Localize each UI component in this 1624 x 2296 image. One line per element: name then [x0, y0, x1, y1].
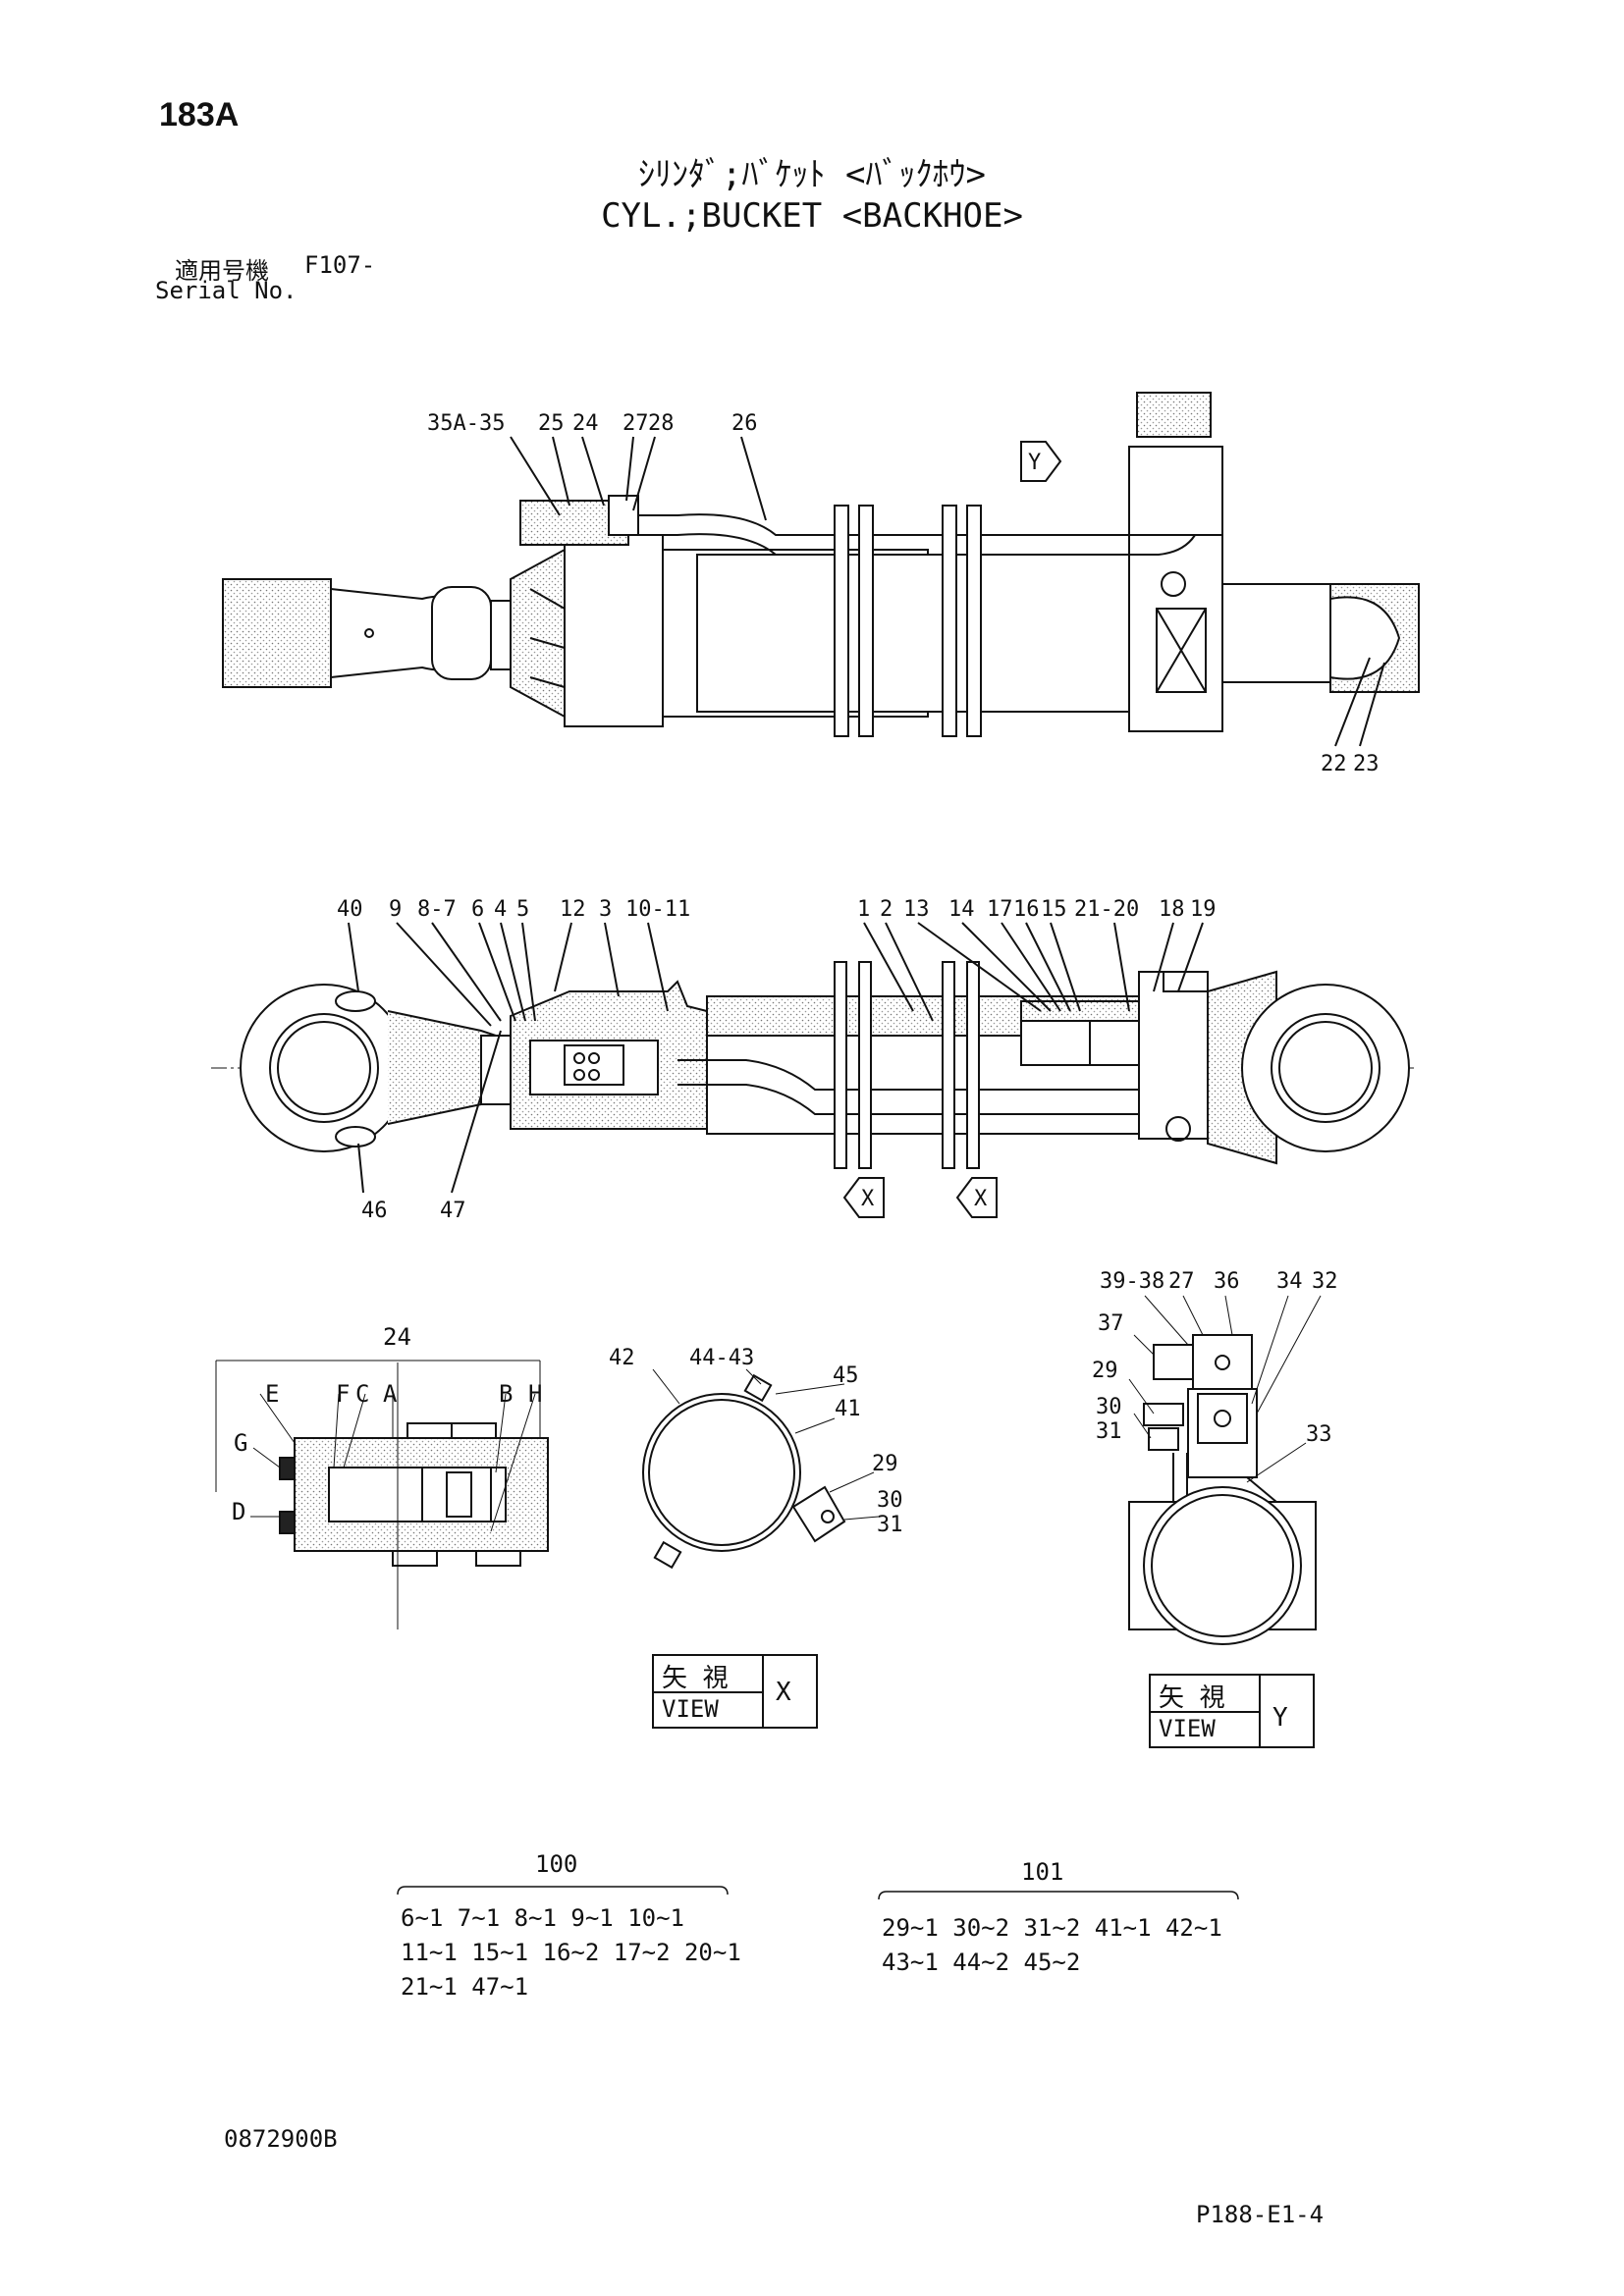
serial-label-japanese: 適用号機: [175, 257, 269, 285]
callout-5: 5: [516, 897, 529, 922]
callout-26: 26: [731, 411, 758, 436]
callout-47: 47: [440, 1199, 466, 1223]
callout-10-11: 10-11: [625, 897, 690, 922]
section-view-labels: 40 9 8-7 6 4 5 12 3 10-11 1 2 13 14 17 1…: [337, 897, 1217, 1223]
valve-detail: [215, 1360, 549, 1629]
callout-46: 46: [361, 1199, 388, 1223]
view-y-english: VIEW: [1159, 1715, 1216, 1742]
callout-17: 17: [987, 897, 1013, 922]
callout-b: B: [499, 1380, 513, 1408]
top-view-labels: 35A-35 25 24 27 28 26 22 23 Y: [427, 411, 1380, 776]
callout-12: 12: [560, 897, 586, 922]
callout-30: 30: [877, 1488, 903, 1513]
callout-24: 24: [572, 411, 599, 436]
callout-19: 19: [1190, 897, 1217, 922]
kit-100-number: 100: [535, 1850, 578, 1878]
valve-detail-labels: 24 E F C A B H G D: [232, 1323, 542, 1525]
top-view: [222, 392, 1420, 747]
view-y-letter: Y: [1272, 1703, 1288, 1733]
kit-101-line-1: 29~1 30~2 31~2 41~1 42~1: [882, 1914, 1222, 1942]
view-x-english: VIEW: [662, 1695, 719, 1723]
serial-value: F107-: [304, 251, 376, 279]
kit-101-line-2: 43~1 44~2 45~2: [882, 1949, 1081, 1976]
callout-h: H: [528, 1380, 542, 1408]
callout-c: C: [355, 1380, 369, 1408]
clamp-detail-labels: 42 44-43 45 41 29 30 31: [609, 1346, 903, 1537]
callout-8-7: 8-7: [417, 897, 457, 922]
callout-27-y: 27: [1168, 1269, 1195, 1294]
callout-31-y: 31: [1096, 1419, 1122, 1444]
title-japanese: ｼﾘﾝﾀﾞ;ﾊﾞｹｯﾄ <ﾊﾞｯｸﾎｳ>: [638, 155, 986, 194]
callout-13: 13: [903, 897, 930, 922]
callout-45: 45: [833, 1363, 859, 1388]
clamp-detail: [642, 1368, 880, 1570]
callout-25: 25: [538, 411, 565, 436]
title-english: CYL.;BUCKET <BACKHOE>: [601, 196, 1023, 236]
view-arrow-x-1: X: [861, 1187, 875, 1211]
callout-34: 34: [1276, 1269, 1303, 1294]
page-reference: P188-E1-4: [1196, 2201, 1325, 2228]
callout-9: 9: [389, 897, 402, 922]
callout-35a-35: 35A-35: [427, 411, 505, 436]
callout-14: 14: [948, 897, 975, 922]
drawing-number: 0872900B: [224, 2125, 338, 2153]
view-x-box: 矢 視 VIEW X: [652, 1654, 818, 1729]
y-view-detail-labels: 39-38 27 36 34 32 37 29 30 31 33: [1092, 1269, 1338, 1447]
callout-g: G: [234, 1429, 247, 1457]
callout-22: 22: [1321, 752, 1347, 776]
callout-1: 1: [857, 897, 870, 922]
callout-a: A: [383, 1380, 398, 1408]
callout-27: 27: [623, 411, 649, 436]
callout-18: 18: [1159, 897, 1185, 922]
view-y-japanese: 矢 視: [1159, 1683, 1225, 1713]
view-arrow-x-2: X: [974, 1187, 988, 1211]
callout-30-y: 30: [1096, 1395, 1122, 1419]
callout-21-20: 21-20: [1074, 897, 1139, 922]
callout-6: 6: [471, 897, 484, 922]
callout-37: 37: [1098, 1311, 1124, 1336]
callout-3: 3: [599, 897, 612, 922]
kit-100-line-1: 6~1 7~1 8~1 9~1 10~1: [401, 1904, 684, 1932]
callout-32: 32: [1312, 1269, 1338, 1294]
kit-100-line-2: 11~1 15~1 16~2 17~2 20~1: [401, 1939, 741, 1966]
callout-36: 36: [1214, 1269, 1240, 1294]
callout-15: 15: [1041, 897, 1067, 922]
callout-31: 31: [877, 1513, 903, 1537]
section-view: [211, 922, 1414, 1218]
serial-label-english: Serial No.: [155, 277, 298, 304]
kit-braces: [397, 1886, 1239, 1900]
callout-44-43: 44-43: [689, 1346, 754, 1370]
view-x-letter: X: [776, 1678, 791, 1707]
callout-2: 2: [880, 897, 893, 922]
y-view-detail: [1128, 1295, 1322, 1645]
callout-e: E: [265, 1380, 279, 1408]
callout-4: 4: [494, 897, 507, 922]
callout-39-38: 39-38: [1100, 1269, 1164, 1294]
callout-16: 16: [1013, 897, 1040, 922]
callout-29: 29: [872, 1452, 898, 1476]
kit-101-number: 101: [1021, 1858, 1064, 1886]
kit-100-line-3: 21~1 47~1: [401, 1973, 529, 2001]
callout-33: 33: [1306, 1422, 1332, 1447]
callout-23: 23: [1353, 752, 1380, 776]
callout-28: 28: [648, 411, 675, 436]
callout-41: 41: [835, 1397, 861, 1421]
callout-42: 42: [609, 1346, 635, 1370]
callout-29-y: 29: [1092, 1359, 1118, 1383]
callout-40: 40: [337, 897, 363, 922]
page-code: 183A: [159, 96, 240, 133]
view-y-box: 矢 視 VIEW Y: [1149, 1674, 1315, 1748]
view-arrow-y: Y: [1028, 451, 1041, 475]
callout-24-detail: 24: [383, 1323, 411, 1351]
view-x-japanese: 矢 視: [662, 1664, 729, 1693]
callout-f: F: [336, 1380, 350, 1408]
callout-d: D: [232, 1498, 245, 1525]
